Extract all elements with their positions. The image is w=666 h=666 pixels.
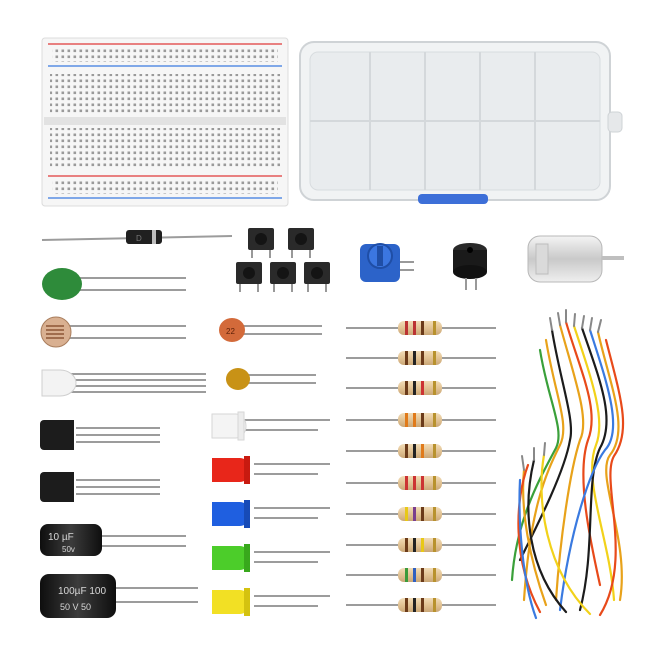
photoresistor — [40, 316, 186, 348]
jumper-wires-bundle — [510, 309, 625, 620]
diode: D — [41, 230, 233, 244]
electrolytic-capacitor-large: 100µF 100 50 V 50 — [40, 574, 198, 618]
potentiometer — [360, 243, 414, 282]
resistor — [346, 476, 496, 490]
led-white — [211, 411, 330, 441]
resistor — [346, 444, 496, 458]
varistor — [42, 268, 186, 300]
tactile-button — [248, 228, 274, 258]
ceramic-capacitor: 22 — [219, 318, 322, 342]
resistor — [346, 321, 496, 335]
buzzer — [453, 243, 487, 290]
tactile-button — [270, 262, 296, 292]
resistors — [346, 321, 496, 612]
resistor — [346, 507, 496, 521]
diode-mark: D — [136, 234, 142, 243]
tactile-button — [288, 228, 314, 258]
led-yellow — [212, 588, 330, 616]
transistor — [40, 420, 160, 450]
breadboard — [41, 37, 289, 207]
led-green — [212, 544, 330, 572]
tactile-buttons — [236, 228, 330, 292]
led-blue — [212, 500, 330, 528]
tactile-button — [236, 262, 262, 292]
storage-box — [299, 41, 623, 204]
resistor — [346, 351, 496, 365]
resistor — [346, 413, 496, 427]
cap-small-value: 10 µF — [48, 532, 74, 543]
led-red — [212, 456, 330, 484]
resistor — [346, 538, 496, 552]
tactile-button — [304, 262, 330, 292]
resistor — [346, 381, 496, 395]
rgb-led — [41, 369, 206, 397]
dc-motor — [527, 235, 624, 283]
electrolytic-capacitor-small: 10 µF 50v — [40, 524, 186, 556]
cap-large-value: 100µF 100 — [58, 586, 106, 597]
cap-large-voltage: 50 V 50 — [60, 602, 91, 612]
ceramic-cap-label: 22 — [226, 327, 235, 336]
cap-small-voltage: 50v — [62, 545, 75, 554]
transistor — [40, 472, 160, 502]
ceramic-capacitor — [226, 368, 316, 390]
resistor — [346, 568, 496, 582]
resistor — [346, 598, 496, 612]
